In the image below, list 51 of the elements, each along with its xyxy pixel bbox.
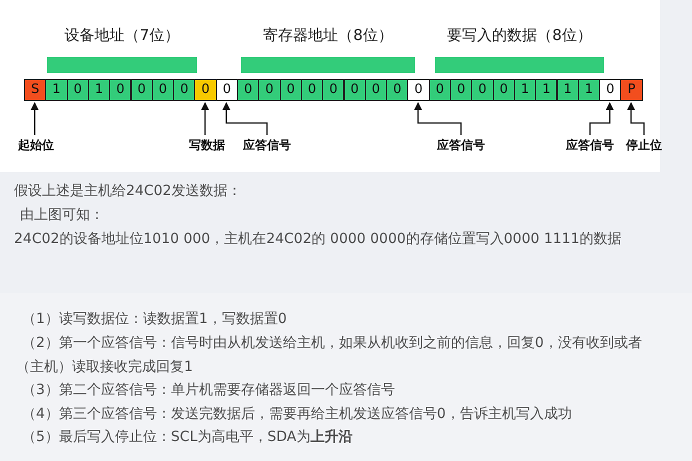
arrow bbox=[589, 102, 614, 135]
bit-cell: 0 bbox=[300, 79, 324, 101]
callout-label: 起始位 bbox=[18, 137, 54, 154]
bit-cell: 1 bbox=[556, 79, 579, 101]
bit-cell: 0 bbox=[450, 79, 472, 101]
paragraph: （1）读写数据位：读数据置1，写数据置0 bbox=[21, 310, 288, 329]
arrow bbox=[201, 102, 210, 135]
paragraph: 由上图可知： bbox=[19, 206, 105, 225]
callout-label: 应答信号 bbox=[243, 137, 291, 154]
bit-cell: 0 bbox=[152, 79, 174, 101]
bit-cell: 0 bbox=[386, 79, 408, 101]
paragraph: 假设上述是主机给24C02发送数据： bbox=[14, 182, 242, 201]
bit-cell: 0 bbox=[492, 79, 515, 101]
section-heading: 设备地址（7位） bbox=[64, 26, 180, 45]
paragraph: 24C02的设备地址位1010 000，主机在24C02的 0000 0000的存储位置写入0000 1111的数据 bbox=[14, 230, 622, 249]
bit-cell: 0 bbox=[364, 79, 388, 101]
bit-cell: 0 bbox=[173, 79, 196, 101]
paragraph: （2）第一个应答信号：信号时由从机发送给主机，如果从机收到之前的信息，回复0，没有收到或者（主机）读取接收完成回复1 bbox=[16, 334, 643, 376]
bit-cell: 0 bbox=[322, 79, 344, 101]
paragraph: （5）最后写入停止位：SCL为高电平，SDA为上升沿 bbox=[21, 428, 354, 447]
callout-label: 应答信号 bbox=[566, 137, 614, 154]
bit-cell: 0 bbox=[194, 79, 217, 101]
callout-label: 应答信号 bbox=[437, 137, 485, 154]
arrow bbox=[627, 102, 645, 135]
bit-cell: 1 bbox=[88, 79, 110, 101]
bit-cell: 0 bbox=[109, 79, 132, 101]
arrow bbox=[414, 102, 462, 135]
bit-cell: 0 bbox=[130, 79, 153, 101]
callout-label: 停止位 bbox=[626, 137, 662, 154]
bit-cell: 1 bbox=[45, 79, 68, 101]
bit-cell: 0 bbox=[428, 79, 451, 101]
bit-cell: 0 bbox=[407, 79, 430, 101]
bit-cell: 0 bbox=[258, 79, 281, 101]
arrow bbox=[222, 102, 268, 135]
bit-cell: 0 bbox=[237, 79, 260, 101]
bit-cell: 0 bbox=[66, 79, 89, 101]
bit-cell: 0 bbox=[280, 79, 302, 101]
bit-cell: 0 bbox=[599, 79, 622, 101]
arrow bbox=[30, 102, 39, 135]
bit-cell: P bbox=[620, 79, 643, 101]
section-heading: 要写入的数据（8位） bbox=[446, 26, 593, 45]
bit-cell: 0 bbox=[344, 79, 366, 101]
bit-cell: 0 bbox=[216, 79, 238, 101]
paragraph: （4）第三个应答信号：发送完数据后，需要再给主机发送应答信号0，告诉主机写入成功 bbox=[21, 405, 573, 424]
bit-cell: 1 bbox=[535, 79, 558, 101]
bit-cell: 1 bbox=[578, 79, 600, 101]
bit-cell: 1 bbox=[514, 79, 536, 101]
paragraph: （3）第二个应答信号：单片机需要存储器返回一个应答信号 bbox=[21, 381, 396, 400]
bit-cell: 0 bbox=[471, 79, 494, 101]
callout-label: 写数据 bbox=[189, 137, 225, 154]
bit-cell: S bbox=[24, 79, 46, 101]
